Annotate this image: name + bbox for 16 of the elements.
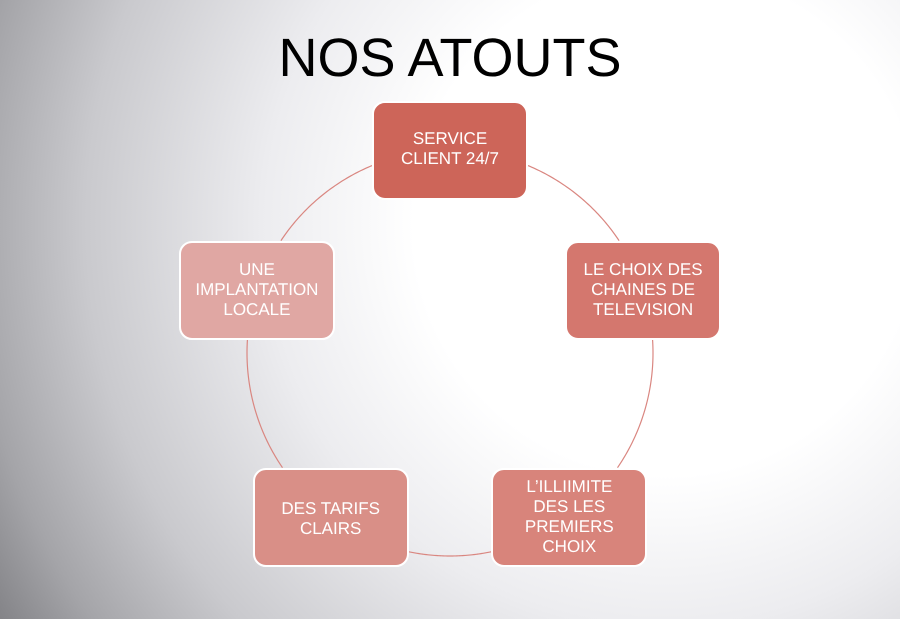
rounded-box: [565, 240, 722, 340]
box-label: UNE IMPLANTATION LOCALE: [194, 260, 320, 320]
connector-arc: [246, 340, 283, 468]
box-label: LE CHOIX DES CHAINES DE TELEVISION: [582, 260, 704, 320]
box-label: SERVICE CLIENT 24/7: [400, 129, 500, 169]
connector-arc: [408, 551, 492, 557]
connector-arc: [280, 165, 372, 241]
box-label: DES TARIFS CLAIRS: [280, 499, 381, 540]
rounded-box: [491, 468, 648, 567]
title: NOS ATOUTS: [278, 28, 622, 88]
connector-arc: [617, 340, 654, 468]
rounded-box: [372, 100, 528, 200]
connector-arc: [528, 165, 620, 241]
rounded-box: [178, 240, 335, 340]
box-label: L’ILLIIMITE DES LES PREMIERS CHOIX: [524, 477, 615, 558]
rounded-box: [252, 468, 409, 567]
